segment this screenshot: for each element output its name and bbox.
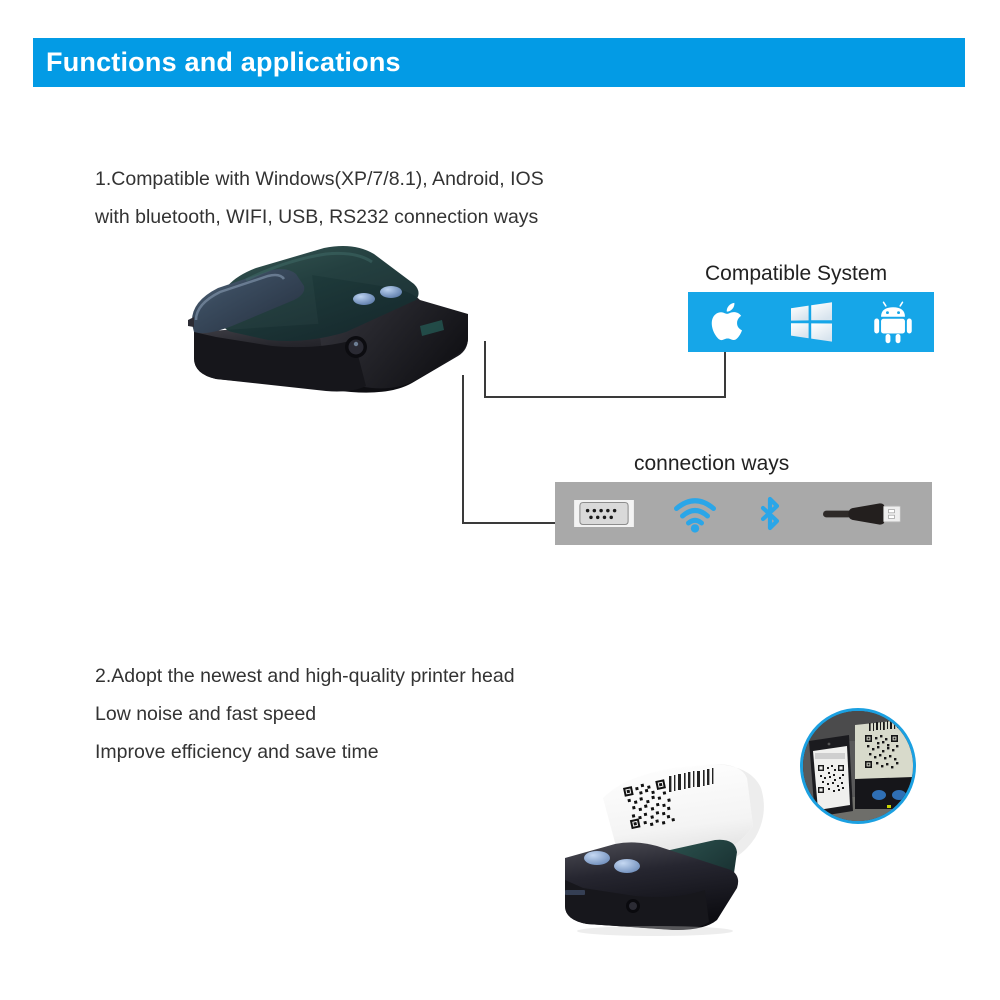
header-banner: Functions and applications (33, 38, 965, 87)
page-title: Functions and applications (46, 47, 401, 77)
inset-button-left (872, 790, 886, 800)
rear-accent (420, 320, 444, 336)
compatible-system-bar (688, 292, 934, 352)
inset-phone-qr (818, 765, 844, 793)
power-button[interactable] (380, 286, 402, 298)
printer-front-face (194, 332, 366, 392)
inset-label-qr (865, 735, 899, 769)
printer-shadow (577, 926, 733, 936)
feature-block-print-head: 2.Adopt the newest and high-quality prin… (95, 657, 515, 771)
wifi-icon (672, 495, 718, 533)
cover-highlight (245, 251, 373, 282)
inset-led (887, 805, 891, 808)
receipt-paper (603, 764, 753, 864)
power-dial-bottom-inner (629, 902, 637, 910)
receipt-qr-code (623, 779, 675, 830)
bluetooth-icon (755, 490, 785, 538)
leader-line-vertical-lower (462, 375, 464, 524)
leader-line-horizontal-lower (462, 522, 556, 524)
inset-phone-appbar (815, 753, 845, 759)
feature-line: with bluetooth, WIFI, USB, RS232 connect… (95, 206, 539, 228)
feature-line: 1.Compatible with Windows(XP/7/8.1), And… (95, 168, 544, 190)
feature-line: 2.Adopt the newest and high-quality prin… (95, 665, 515, 687)
power-dial-mark (353, 341, 359, 347)
leader-line-vertical-upper (484, 341, 486, 398)
thermal-printer-top-photo (176, 240, 476, 395)
inset-button-right (892, 790, 906, 800)
feed-button-bottom[interactable] (584, 851, 610, 865)
thermal-printer-printing-photo (565, 740, 895, 936)
printer-lid-strip (191, 269, 305, 334)
feature-line: Low noise and fast speed (95, 703, 317, 725)
lid-highlight (194, 273, 286, 321)
inset-phone-screen (813, 746, 850, 810)
windows-icon (788, 300, 834, 344)
feature-line: Improve efficiency and save time (95, 741, 379, 763)
inset-phone-speaker (827, 742, 831, 746)
feature-block-compatibility: 1.Compatible with Windows(XP/7/8.1), And… (95, 160, 544, 236)
power-button-bottom[interactable] (614, 859, 640, 873)
connection-ways-label: connection ways (634, 452, 790, 475)
leader-line-horizontal-upper (484, 396, 726, 398)
android-icon (870, 300, 916, 344)
usb-cable-icon (823, 499, 913, 529)
receipt-barcode (669, 768, 714, 792)
connection-ways-bar (555, 482, 932, 545)
receipt-paper-curl (705, 764, 764, 866)
side-nub (188, 317, 194, 327)
leader-line-riser-upper (724, 352, 726, 398)
qr-scan-inset-photo (800, 708, 916, 824)
feed-button[interactable] (353, 293, 375, 305)
power-dial-inner (348, 339, 364, 355)
indicator-strip (565, 890, 585, 895)
compatible-system-label: Compatible System (705, 262, 888, 285)
apple-icon (706, 300, 752, 344)
rs232-port-icon (573, 500, 634, 527)
